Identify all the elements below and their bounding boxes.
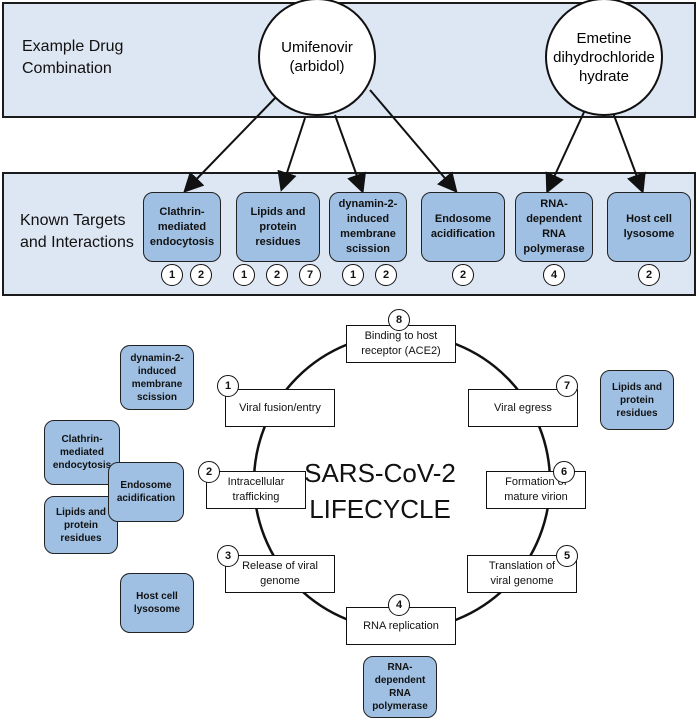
target-lipids-step-badge: 2: [266, 264, 288, 286]
target-lipids-step-badge: 7: [299, 264, 321, 286]
lifecycle-step-trafficking: Intracellular trafficking: [206, 471, 306, 509]
side-target-lysosome: Host cell lysosome: [120, 573, 194, 633]
target-dynamin-step-badge: 2: [375, 264, 397, 286]
lifecycle-step-release: Release of viral genome: [225, 555, 335, 593]
arrow-umifenovir-endosome: [369, 89, 458, 194]
arrow-umifenovir-clathrin: [183, 94, 279, 193]
drug-combination-label: Example Drug Combination: [22, 38, 124, 77]
target-endosome: Endosome acidification: [421, 192, 505, 262]
target-rdrp-step-badge: 4: [543, 264, 565, 286]
target-clathrin-step-badge: 1: [161, 264, 183, 286]
lifecycle-step-number: 4: [388, 594, 410, 616]
lifecycle-step-number: 7: [556, 375, 578, 397]
target-endosome-step-badge: 2: [452, 264, 474, 286]
lifecycle-step-number: 5: [556, 545, 578, 567]
target-lipids-step-badge: 1: [233, 264, 255, 286]
side-target-lipids: Lipids and protein residues: [44, 496, 118, 554]
target-clathrin: Clathrin- mediated endocytosis: [143, 192, 221, 262]
arrow-umifenovir-lipids: [277, 117, 306, 192]
target-lysosome-step-badge: 2: [638, 264, 660, 286]
drug-emetine: Emetine dihydrochloride hydrate: [545, 0, 663, 116]
target-dynamin-step-badge: 1: [342, 264, 364, 286]
side-target-dynamin: dynamin-2- induced membrane scission: [120, 345, 194, 410]
lifecycle-step-binding: Binding to host receptor (ACE2): [346, 325, 456, 363]
lifecycle-step-number: 2: [198, 461, 220, 483]
target-lysosome: Host cell lysosome: [607, 192, 691, 262]
lifecycle-step-number: 6: [553, 461, 575, 483]
drug-umifenovir: Umifenovir (arbidol): [258, 0, 376, 116]
known-targets-label: Known Targets and Interactions: [20, 212, 134, 251]
lifecycle-step-number: 3: [217, 545, 239, 567]
target-clathrin-step-badge: 2: [190, 264, 212, 286]
side-target-lipids-right: Lipids and protein residues: [600, 370, 674, 430]
lifecycle-step-number: 1: [217, 375, 239, 397]
side-target-clathrin: Clathrin- mediated endocytosis: [44, 420, 120, 485]
target-lipids: Lipids and protein residues: [236, 192, 320, 262]
arrow-emetine-rdrp: [545, 109, 586, 194]
arrow-umifenovir-dynamin: [334, 114, 366, 194]
lifecycle-title: SARS-CoV-2 LIFECYCLE: [304, 458, 456, 524]
lifecycle-step-fusion-entry: Viral fusion/entry: [225, 389, 335, 427]
arrow-emetine-lysosome: [611, 109, 646, 194]
lifecycle-step-egress: Viral egress: [468, 389, 578, 427]
side-target-rdrp: RNA- dependent RNA polymerase: [363, 656, 437, 718]
lifecycle-step-number: 8: [388, 309, 410, 331]
target-dynamin: dynamin-2- induced membrane scission: [329, 192, 407, 262]
target-rdrp: RNA- dependent RNA polymerase: [515, 192, 593, 262]
side-target-endosome: Endosome acidification: [108, 462, 184, 522]
